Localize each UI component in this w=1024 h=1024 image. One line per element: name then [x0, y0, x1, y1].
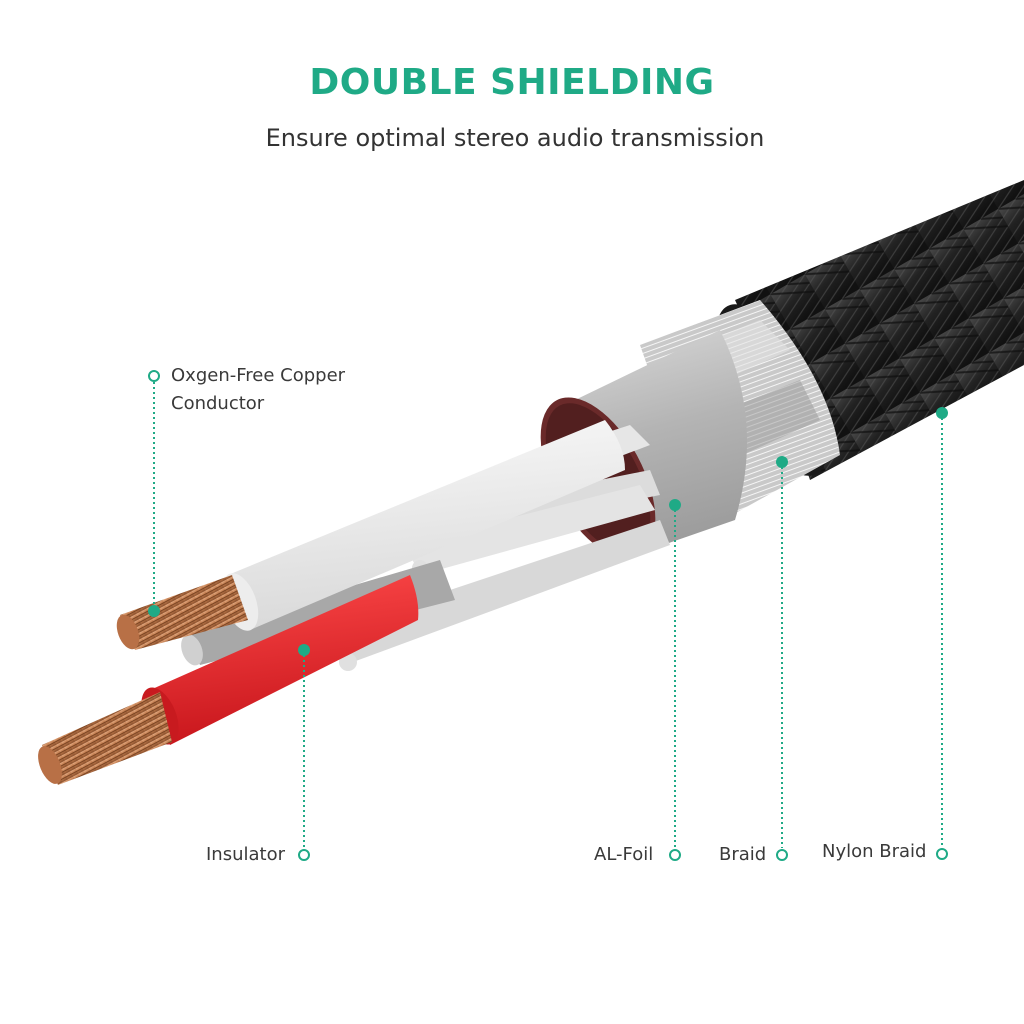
nylon-braid-callout-ring-icon — [936, 848, 948, 860]
nylon-braid-label: Nylon Braid — [822, 841, 927, 862]
callout-anchor-dots — [148, 407, 948, 656]
al-foil-label: AL-Foil — [594, 844, 654, 865]
insulator-label: Insulator — [206, 844, 286, 865]
page-title: DOUBLE SHIELDING — [309, 62, 715, 103]
white-conductor — [116, 420, 625, 650]
braid-callout-ring-icon — [776, 849, 788, 861]
insulator-callout-ring-icon — [298, 849, 310, 861]
al-foil-callout-ring-icon — [669, 849, 681, 861]
page-subtitle: Ensure optimal stereo audio transmission — [265, 124, 765, 152]
callout-leader-lines — [153, 382, 943, 848]
copper-conductor-label-line2: Conductor — [171, 393, 265, 414]
copper-conductor-label-line1: Oxgen-Free Copper — [171, 365, 346, 386]
braid-label: Braid — [719, 844, 767, 865]
red-conductor — [38, 575, 419, 785]
copper-conductor-label: Oxgen-Free Copper Conductor — [171, 362, 345, 418]
copper-callout-ring-icon — [148, 370, 160, 382]
